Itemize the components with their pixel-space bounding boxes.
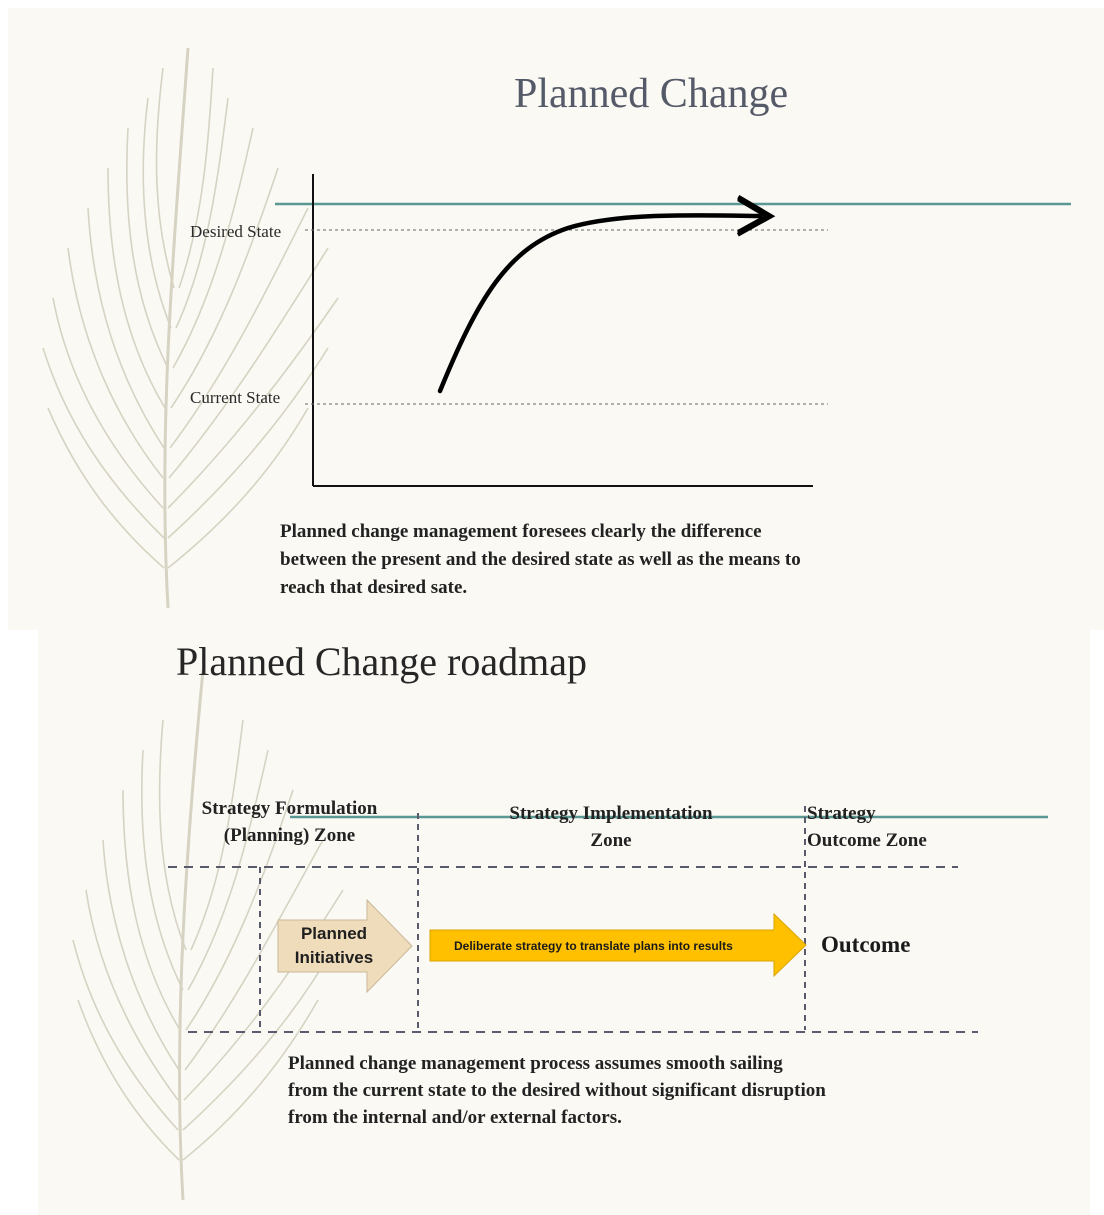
feather-decoration: [42, 47, 339, 609]
deliberate-strategy-label: Deliberate strategy to translate plans i…: [454, 939, 733, 953]
outcome-label: Outcome: [821, 932, 911, 957]
planned-change-chart: [275, 174, 1071, 487]
deliberate-strategy-arrow: [429, 912, 807, 978]
description-line: from the current state to the desired wi…: [288, 1080, 826, 1101]
description-line: Planned change management foresees clear…: [280, 521, 762, 542]
planned-change-slide: Planned Change Desired State Current Sta…: [8, 8, 1104, 630]
planned-initiatives-arrow: [277, 898, 413, 994]
feather-decoration: [72, 669, 344, 1201]
slide2-description: Planned change management process assume…: [288, 1050, 826, 1131]
description-line: from the internal and/or external factor…: [288, 1107, 622, 1128]
description-line: reach that desired sate.: [280, 577, 468, 598]
planned-initiatives-label: Planned Initiatives: [294, 924, 374, 967]
desired-state-label: Desired State: [190, 222, 282, 241]
zone-label-implementation: Strategy Implementation Zone: [509, 803, 713, 851]
slide-title: Planned Change: [514, 71, 789, 117]
slide1-description: Planned change management foresees clear…: [280, 518, 801, 602]
planned-change-roadmap-slide: Planned Change roadmap Strategy Formulat…: [38, 630, 1090, 1215]
description-line: Planned change management process assume…: [288, 1053, 783, 1074]
change-curve-arrow: [437, 215, 760, 394]
roadmap-diagram: [168, 806, 1048, 1033]
zone-label-outcome: Strategy Outcome Zone: [807, 803, 927, 851]
slide-title: Planned Change roadmap: [176, 639, 587, 684]
zone-label-formulation: Strategy Formulation (Planning) Zone: [201, 798, 378, 846]
current-state-label: Current State: [190, 388, 281, 407]
description-line: between the present and the desired stat…: [280, 549, 801, 570]
